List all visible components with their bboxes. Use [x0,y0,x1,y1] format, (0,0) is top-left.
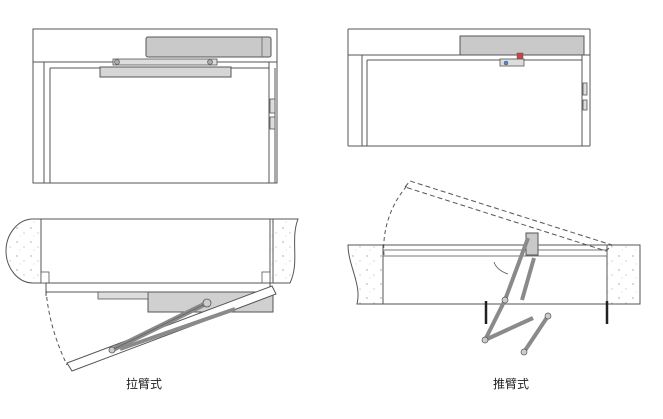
wall-section-left [5,218,42,284]
caption-push-arm: 推臂式 [493,377,530,391]
closer-body [459,35,585,56]
door-open [404,180,613,252]
door-closed [45,282,271,293]
wall-outline [32,28,278,184]
closer-body [145,36,272,58]
hinge [582,82,588,96]
push-arm-front-view [347,28,591,147]
hinge [269,98,276,114]
closer-arm [503,237,530,301]
arm-bracket [99,66,232,78]
wall-section-right [269,218,299,284]
wall-section [40,218,274,284]
swing-arc [383,185,408,256]
door-closed [382,249,608,257]
wall-section-left [347,244,384,305]
arm-bracket [499,58,525,67]
wall-section-right [606,244,641,305]
swing-arc [45,289,68,366]
hinge [269,116,276,130]
closer-arm [112,58,218,66]
pull-arm-front-view [32,28,278,184]
caption-pull-arm: 拉臂式 [126,377,163,391]
pull-arm-plan-view [5,218,299,372]
hinge [582,99,588,111]
push-arm-plan-view [347,180,641,356]
